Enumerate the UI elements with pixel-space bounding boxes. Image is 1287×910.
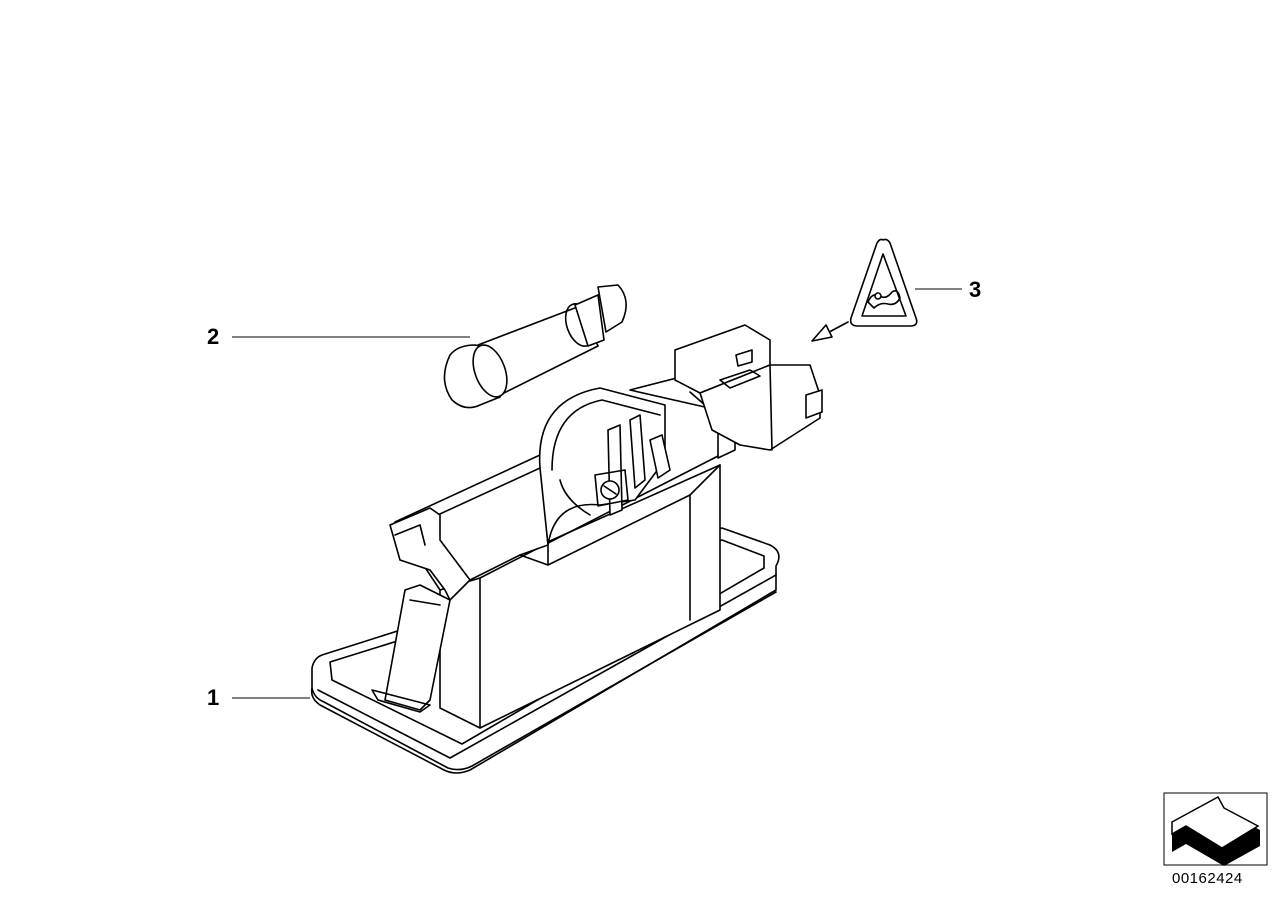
lamp-housing	[310, 371, 780, 774]
callout-number-2: 2	[207, 324, 220, 349]
festoon-bulb	[443, 284, 627, 409]
housing-body	[439, 464, 721, 729]
warning-triangle-icon	[849, 238, 918, 327]
callout-number-3: 3	[969, 277, 982, 302]
orientation-arrow-icon	[1163, 792, 1268, 866]
callout-number-1: 1	[207, 685, 220, 710]
retaining-clip	[389, 507, 471, 601]
wiring-connector	[674, 324, 823, 451]
drawing-number: 00162424	[1172, 870, 1243, 887]
direction-arrow-icon	[811, 321, 849, 342]
